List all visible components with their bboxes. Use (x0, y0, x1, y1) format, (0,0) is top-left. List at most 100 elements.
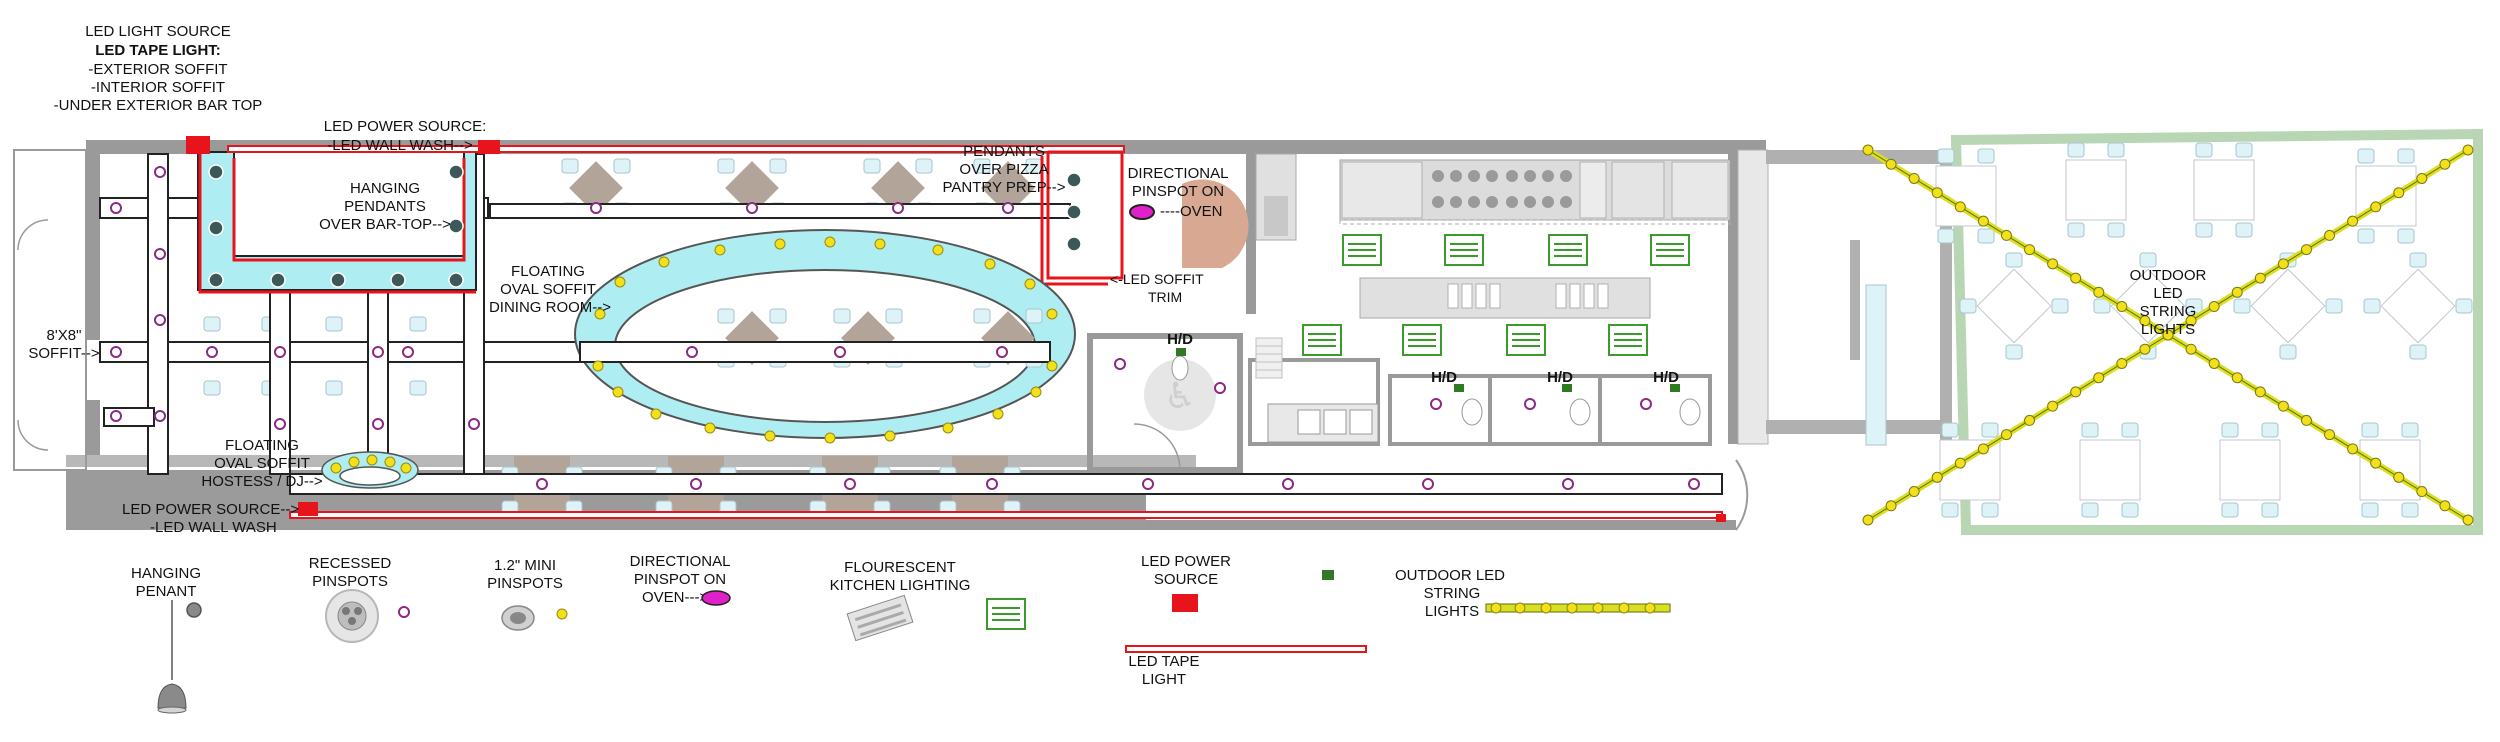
legend-mini-label-2: PINSPOTS (487, 575, 563, 592)
legend-led-power-source: LED POWER SOURCE (1141, 553, 1334, 612)
label-soffit-8x8-1: 8'X8" (47, 327, 82, 344)
string-light-bulb (2370, 457, 2382, 469)
recessed-dot-icon (398, 606, 410, 618)
string-light-bulb (1931, 471, 1943, 483)
label-outdoor-2: LED (2153, 285, 2182, 302)
note-interior-soffit: -INTERIOR SOFFIT (91, 79, 225, 96)
string-light-bulb (2185, 343, 2197, 355)
directional-pinspot (1129, 204, 1155, 220)
string-light-bulb (1977, 443, 1989, 455)
outdoor-string-lights (1862, 144, 2474, 526)
string-light-bulb (2000, 429, 2012, 441)
string-light-bulb (2185, 315, 2197, 327)
label-hanging-pendants-2: PENDANTS (344, 198, 426, 215)
label-floating-hostess-2: OVAL SOFFIT (214, 455, 310, 472)
legend-outdoor-string: OUTDOOR LED STRING LIGHTS (1395, 567, 1671, 620)
legend-mini-pinspots: 1.2" MINI PINSPOTS (487, 557, 568, 631)
string-light-bulb (2254, 272, 2266, 284)
label-directional-3: ----OVEN (1160, 203, 1223, 220)
label-led-soffit-trim-2: TRIM (1148, 289, 1182, 305)
string-light-bulb (2070, 272, 2082, 284)
power-source-icon (1172, 594, 1198, 612)
label-floating-hostess-1: FLOATING (225, 437, 299, 454)
string-light-bulb (2370, 201, 2382, 213)
string-light-bulb (2208, 357, 2220, 369)
label-pendants-pizza-3: PANTRY PREP--> (943, 179, 1066, 196)
string-light-bulb (2324, 429, 2336, 441)
fluorescent-fixture-icon (846, 594, 914, 642)
legend-recessed-label-2: PINSPOTS (312, 573, 388, 590)
label-floating-dining-1: FLOATING (511, 263, 585, 280)
pendant-dot-icon (186, 602, 202, 618)
label-directional-2: PINSPOT ON (1132, 183, 1224, 200)
label-led-soffit-trim-1: <-LED SOFFIT (1110, 271, 1204, 287)
string-light-legend-icon (1485, 602, 1671, 614)
note-exterior-soffit: -EXTERIOR SOFFIT (88, 61, 227, 78)
label-floating-hostess-3: HOSTESS / DJ--> (201, 473, 323, 490)
string-light-bulb (1977, 215, 1989, 227)
legend-led-power-label-2: SOURCE (1154, 571, 1218, 588)
string-light-bulb (1885, 158, 1897, 170)
legend-flourescent-label-2: KITCHEN LIGHTING (830, 577, 971, 594)
legend-directional-label-1: DIRECTIONAL (630, 553, 731, 570)
legend-hanging-penant: HANGING PENANT (131, 565, 202, 714)
string-light-bulb (2347, 215, 2359, 227)
string-light-bulb (2231, 286, 2243, 298)
string-light-bulb (2024, 244, 2036, 256)
legend: HANGING PENANT RECESSED PINSPOTS 1.2" MI… (131, 553, 1671, 714)
led-tape-top (227, 145, 1125, 286)
string-light-bulb (2254, 386, 2266, 398)
string-light-bulb (2439, 500, 2451, 512)
label-pendants-pizza-1: PENDANTS (963, 143, 1045, 160)
string-light-bulb (2116, 301, 2128, 313)
label-led-power-bottom-1: LED POWER SOURCE--> (122, 501, 299, 518)
string-light-bulb (2162, 329, 2174, 341)
string-light-bulb (1908, 172, 1920, 184)
legend-outdoor-label-2: STRING (1424, 585, 1481, 602)
legend-led-tape-label-1: LED TAPE (1128, 653, 1199, 670)
string-light-bulb (2462, 514, 2474, 526)
string-light-bulb (2277, 400, 2289, 412)
string-light-bulb (2231, 372, 2243, 384)
label-led-power-bottom-2: -LED WALL WASH (150, 519, 277, 536)
string-light-bulb (2116, 357, 2128, 369)
legend-recessed-label-1: RECESSED (309, 555, 392, 572)
hd-legend-icon (1322, 570, 1334, 580)
legend-mini-label-1: 1.2" MINI (494, 557, 556, 574)
label-directional-1: DIRECTIONAL (1128, 165, 1229, 182)
string-light-bulb (2139, 343, 2151, 355)
string-light-bulb (2047, 258, 2059, 270)
legend-directional-label-2: PINSPOT ON (634, 571, 726, 588)
label-outdoor-1: OUTDOOR (2130, 267, 2207, 284)
legend-directional-label-3: OVEN---> (642, 589, 708, 606)
string-light-bulb (2393, 187, 2405, 199)
string-light-bulb (2347, 443, 2359, 455)
label-led-power-top-2: -LED WALL WASH--> (327, 137, 473, 154)
led-tape-icon (1125, 645, 1367, 653)
legend-hanging-penant-label-1: HANGING (131, 565, 201, 582)
string-light-bulb (2393, 471, 2405, 483)
string-light-bulb (2024, 414, 2036, 426)
note-led-tape-light: LED TAPE LIGHT: (95, 42, 221, 59)
string-light-bulb (1954, 201, 1966, 213)
legend-outdoor-label-1: OUTDOOR LED (1395, 567, 1505, 584)
bar-soffit-led (197, 151, 477, 294)
string-light-bulb (2416, 486, 2428, 498)
string-light-bulb (1908, 486, 1920, 498)
string-light-bulb (2047, 400, 2059, 412)
string-light-bulb (2093, 372, 2105, 384)
legend-hanging-penant-label-2: PENANT (136, 583, 197, 600)
label-led-power-top-1: LED POWER SOURCE: (324, 118, 487, 135)
string-light-bulb (2139, 315, 2151, 327)
string-light-bulb (1885, 500, 1897, 512)
legend-led-power-label-1: LED POWER (1141, 553, 1231, 570)
label-floating-dining-3: DINING ROOM--> (489, 299, 611, 316)
string-light-bulb (2208, 301, 2220, 313)
legend-led-tape: LED TAPE LIGHT (1125, 645, 1367, 688)
string-light-bulb (1862, 144, 1874, 156)
string-light-bulb (2300, 414, 2312, 426)
kitchen-equipment (1171, 153, 1731, 443)
note-led-light-source: LED LIGHT SOURCE (85, 23, 231, 40)
directional-dot-icon (701, 590, 731, 606)
